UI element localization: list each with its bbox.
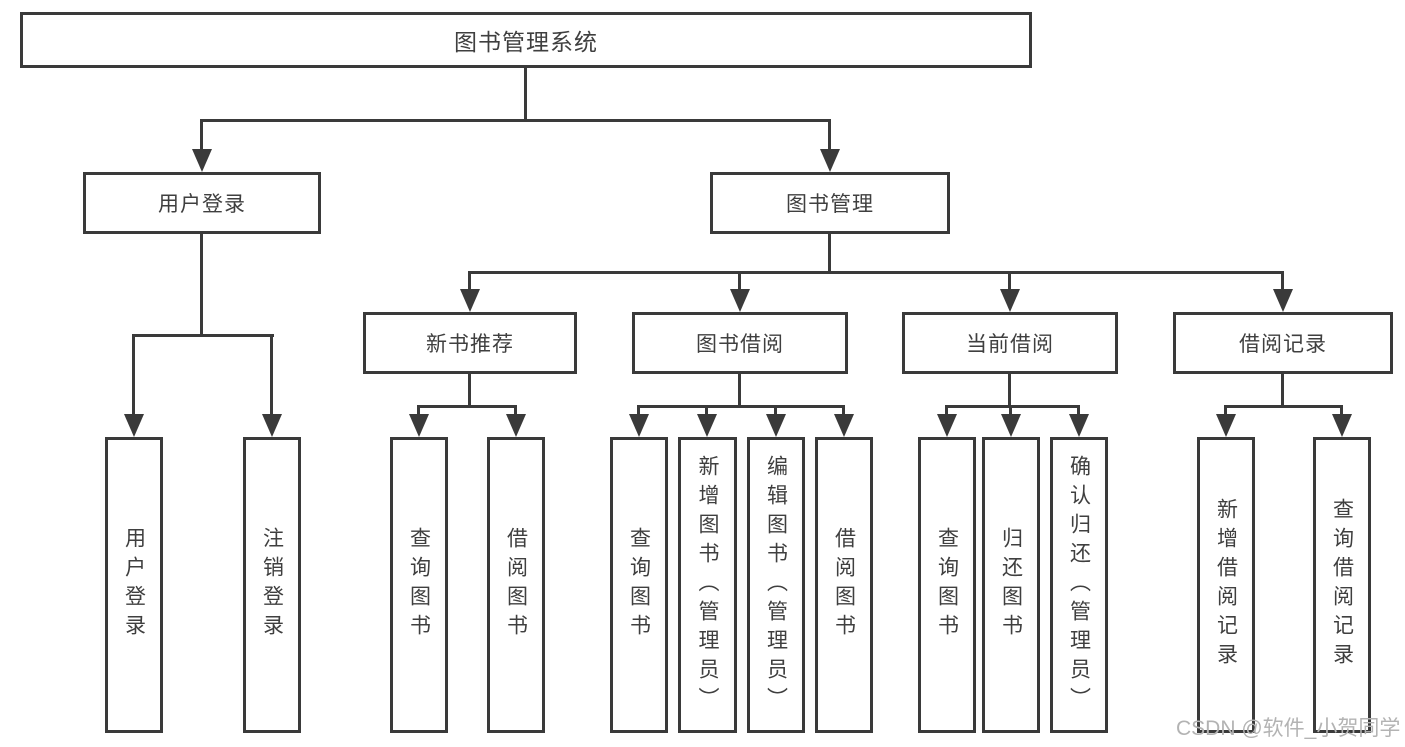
arrow-down-icon [730,289,750,312]
node-new-book-recommendation: 新书推荐 [363,312,577,374]
leaf-query-borrow-record: 查询借阅记录 [1313,437,1371,733]
connector-drop [637,405,640,416]
node-library-management-system: 图书管理系统 [20,12,1032,68]
arrow-down-icon [262,414,282,437]
connector-stub [738,374,741,408]
connector-stub [1281,374,1284,408]
connector-drop [1281,271,1284,292]
connector-rail [418,405,517,408]
connector-drop [468,271,471,292]
leaf-add-books-admin: 新增图书（管理员） [678,437,737,733]
connector-drop [417,405,420,416]
node-borrowing-records: 借阅记录 [1173,312,1393,374]
leaf-confirm-return-admin: 确认归还（管理员） [1050,437,1108,733]
leaf-add-borrow-record: 新增借阅记录 [1197,437,1255,733]
connector-root-drop-right [828,119,831,151]
connector-stub [1008,374,1011,408]
node-current-borrowing: 当前借阅 [902,312,1118,374]
leaf-return-books: 归还图书 [982,437,1040,733]
leaf-label: 查询借阅记录 [1330,498,1354,672]
arrow-down-icon [192,149,212,172]
connector-user-login-rail [133,334,274,337]
leaf-borrow-books: 借阅图书 [815,437,873,733]
arrow-down-icon [506,414,526,437]
leaf-label: 归还图书 [999,527,1023,643]
connector-drop [1009,405,1012,416]
leaf-label: 查询图书 [407,527,431,643]
leaf-label: 确认归还（管理员） [1067,454,1091,716]
connector-rail [1225,405,1343,408]
node-book-borrowing: 图书借阅 [632,312,848,374]
leaf-label: 借阅图书 [832,527,856,643]
arrow-down-icon [1216,414,1236,437]
connector-root-rail [201,119,831,122]
arrow-down-icon [1001,414,1021,437]
leaf-label: 借阅图书 [504,527,528,643]
leaf-label: 新增借阅记录 [1214,498,1238,672]
arrow-down-icon [1332,414,1352,437]
connector-rail [946,405,1080,408]
connector-book-management-stub [828,234,831,274]
leaf-logout: 注销登录 [243,437,301,733]
arrow-down-icon [697,414,717,437]
leaf-borrow-books-recommend: 借阅图书 [487,437,545,733]
arrow-down-icon [124,414,144,437]
connector-stub [468,374,471,408]
arrow-down-icon [937,414,957,437]
leaf-user-login: 用户登录 [105,437,163,733]
node-user-login: 用户登录 [83,172,321,234]
leaf-label: 查询图书 [935,527,959,643]
arrow-down-icon [1273,289,1293,312]
leaf-label: 新增图书（管理员） [696,454,719,716]
connector-user-login-stub [200,234,203,337]
leaf-query-books-recommend: 查询图书 [390,437,448,733]
connector-drop [1008,271,1011,292]
arrow-down-icon [1069,414,1089,437]
leaf-label: 编辑图书（管理员） [764,454,788,716]
arrow-down-icon [820,149,840,172]
connector-drop [738,271,741,292]
leaf-label: 用户登录 [122,527,146,643]
connector-drop [514,405,517,416]
arrow-down-icon [460,289,480,312]
connector-drop [842,405,845,416]
leaf-edit-books-admin: 编辑图书（管理员） [747,437,805,733]
connector-drop [1077,405,1080,416]
leaf-query-books-borrowing: 查询图书 [610,437,668,733]
connector-drop [774,405,777,416]
csdn-watermark: CSDN @软件_小贺同学 [1176,717,1401,740]
connector-drop [1340,405,1343,416]
connector-drop [132,334,135,416]
connector-drop [705,405,708,416]
leaf-label: 查询图书 [627,527,651,643]
connector-book-management-rail [469,271,1284,274]
arrow-down-icon [1000,289,1020,312]
arrow-down-icon [629,414,649,437]
connector-root-stub [524,68,527,122]
arrow-down-icon [766,414,786,437]
leaf-query-books-current: 查询图书 [918,437,976,733]
connector-root-drop-left [200,119,203,151]
connector-drop [270,334,273,416]
connector-drop [945,405,948,416]
node-book-management: 图书管理 [710,172,950,234]
connector-drop [1224,405,1227,416]
arrow-down-icon [409,414,429,437]
leaf-label: 注销登录 [260,527,284,643]
connector-rail [638,405,845,408]
arrow-down-icon [834,414,854,437]
